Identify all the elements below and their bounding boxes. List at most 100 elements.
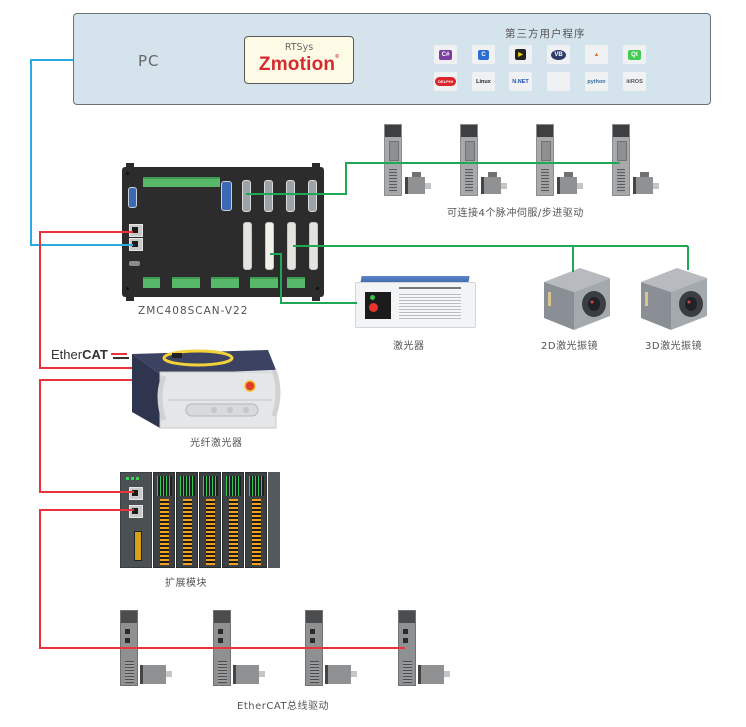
laser-control-panel	[365, 292, 391, 319]
controller-label: ZMC408SCAN-V22	[138, 305, 249, 317]
mount-tab	[126, 295, 134, 301]
terminal-block-bottom	[250, 277, 278, 288]
servo-motor	[140, 665, 172, 684]
mount-tab	[312, 295, 320, 301]
galvo-3d-label: 3D激光振镜	[645, 341, 703, 352]
io-led-bank	[203, 476, 218, 496]
delphi-icon: DELPHI	[435, 77, 456, 86]
drive-terminal	[403, 661, 412, 683]
axis-connector-2	[286, 180, 295, 212]
screw	[126, 172, 129, 175]
apple-tile[interactable]	[547, 72, 570, 91]
zmotion-logo: Zmotion®	[245, 54, 353, 76]
end-cap	[268, 472, 280, 568]
drive-terminal	[310, 661, 319, 683]
csharp-tile[interactable]: C#	[434, 45, 457, 64]
io-terminal-strip	[183, 499, 192, 565]
ethercat-port[interactable]	[129, 224, 143, 237]
io-led-bank	[157, 476, 172, 496]
drive-port	[389, 141, 399, 161]
module-ethercat-in-port[interactable]	[129, 487, 143, 500]
drive-display	[385, 125, 401, 137]
io-module	[153, 472, 175, 568]
ethercat-logo-light: Ether	[51, 347, 83, 362]
handle-left	[157, 375, 167, 421]
terminal-block-bottom	[287, 277, 305, 288]
drive-ethercat-in	[403, 629, 408, 634]
handle-right	[271, 369, 281, 417]
module-ethercat-out-port[interactable]	[129, 505, 143, 518]
power-indicator-icon	[370, 295, 375, 300]
galvo-side-face	[544, 282, 574, 330]
rtsys-software-box[interactable]: RTSys Zmotion®	[244, 36, 354, 84]
expansion-module	[120, 472, 280, 568]
fiber-laser-side	[132, 354, 160, 428]
usb-port	[129, 261, 140, 266]
ethercat-servo-drive	[120, 610, 138, 686]
python-tile[interactable]: python	[585, 72, 608, 91]
io-module	[245, 472, 267, 568]
drive-port	[617, 141, 627, 161]
drive-port	[541, 141, 551, 161]
drive-display	[613, 125, 629, 137]
io-terminal-strip	[206, 499, 215, 565]
laser-connector	[265, 222, 274, 270]
labview-icon: ▶	[515, 49, 526, 60]
drive-ethercat-out	[125, 638, 130, 643]
drive-terminal	[617, 169, 625, 193]
terminal-block-bottom	[143, 277, 160, 288]
dotnet-tile[interactable]: N.NET	[509, 72, 532, 91]
ethernet-port[interactable]	[129, 238, 143, 251]
laser-vent-grill	[399, 294, 461, 320]
io-connector-0	[243, 222, 252, 270]
galvo-side-face	[641, 282, 671, 330]
qt-tile[interactable]: Qt	[623, 45, 646, 64]
axis-connector-0	[242, 180, 251, 212]
drive-terminal	[465, 169, 473, 193]
io-module	[176, 472, 198, 568]
drive-display	[399, 611, 415, 623]
ethercat-servo-drive	[305, 610, 323, 686]
axis-connector-1	[264, 180, 273, 212]
ethercat-servo-drive	[213, 610, 231, 686]
cplusplus-icon: C	[478, 49, 489, 60]
linux-tile[interactable]: Linux	[472, 72, 495, 91]
ros-icon: iiiROS	[626, 78, 643, 85]
drive-ethercat-in	[218, 629, 223, 634]
servo-motor	[633, 172, 659, 194]
drive-terminal	[389, 169, 397, 193]
power-terminal	[134, 531, 142, 561]
ethercat-logo: EtherCAT	[49, 347, 132, 362]
drive-ethercat-out	[310, 638, 315, 643]
drive-display	[121, 611, 137, 623]
drive-ethercat-in	[125, 629, 130, 634]
visual-basic-icon: VB	[551, 49, 566, 60]
screw	[316, 287, 319, 290]
scan-connector-1	[309, 222, 318, 270]
drive-ethercat-out	[403, 638, 408, 643]
ethercat-drives-label: EtherCAT总线驱动	[237, 701, 329, 712]
ethercat-arrows-icon	[111, 352, 130, 360]
zmotion-brand-text: Zmotion	[258, 54, 336, 75]
ethercat-servo-drive	[398, 610, 416, 686]
laser-label: 激光器	[393, 341, 425, 352]
drive-ethercat-in	[310, 629, 315, 634]
rtsys-title: RTSys	[284, 42, 314, 53]
labview-tile[interactable]: ▶	[509, 45, 532, 64]
galvo-top-face	[544, 268, 610, 292]
visual-basic-tile[interactable]: VB	[547, 45, 570, 64]
fiber-laser	[132, 349, 281, 429]
ros-tile[interactable]: iiiROS	[623, 72, 646, 91]
drive-port	[465, 141, 475, 161]
pulse-servo-drive	[536, 124, 554, 196]
servo-motor	[481, 172, 507, 194]
servo-motor	[325, 665, 357, 684]
ethercat-logo-bold: CAT	[82, 347, 108, 362]
fiber-laser-label: 光纤激光器	[190, 438, 243, 449]
pc-panel	[73, 13, 711, 105]
matlab-tile[interactable]: ▲	[585, 45, 608, 64]
screw	[126, 287, 129, 290]
delphi-tile[interactable]: DELPHI	[434, 72, 457, 91]
cplusplus-tile[interactable]: C	[472, 45, 495, 64]
csharp-icon: C#	[438, 49, 453, 60]
